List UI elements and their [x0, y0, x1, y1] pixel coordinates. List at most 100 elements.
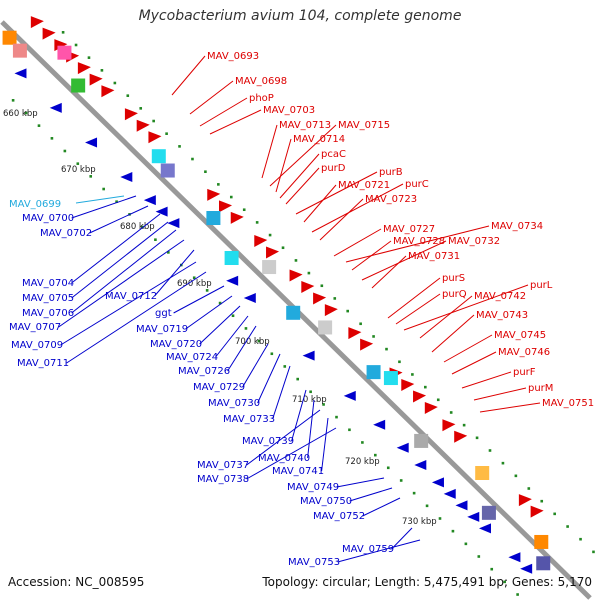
track-dot	[335, 415, 338, 419]
forward-label-leader	[431, 314, 475, 353]
reverse-label-leader	[291, 389, 307, 442]
gene-box	[536, 556, 551, 571]
reverse-label-leader	[391, 527, 413, 550]
track-dot	[257, 339, 261, 343]
reverse-label-leader	[71, 229, 177, 314]
kbp-tick-label: 730 kbp	[402, 517, 437, 527]
track-dot	[398, 360, 401, 364]
track-dot	[475, 436, 479, 440]
reverse-gene-glyph	[85, 137, 98, 148]
forward-gene-label: purM	[528, 383, 553, 394]
forward-label-leader	[351, 240, 392, 271]
track-dot	[462, 423, 466, 427]
track-dot	[152, 119, 155, 123]
forward-gene-glyph	[301, 281, 315, 294]
track-dot	[294, 259, 298, 262]
track-dot	[307, 271, 311, 275]
track-dot	[449, 411, 453, 414]
reverse-label-leader	[185, 295, 233, 330]
track-dot	[231, 314, 235, 318]
forward-gene-glyph	[77, 62, 91, 75]
reverse-label-leader	[60, 261, 197, 346]
track-dot	[320, 284, 324, 288]
reverse-gene-glyph	[155, 206, 168, 217]
forward-gene-label: MAV_0746	[498, 347, 550, 358]
forward-gene-label: MAV_0721	[338, 180, 390, 191]
track-dot	[527, 487, 531, 490]
track-dot	[100, 69, 104, 72]
reverse-gene-glyph	[443, 488, 456, 499]
reverse-gene-label: MAV_0737	[197, 460, 249, 471]
track-dot	[74, 43, 78, 47]
track-dot	[412, 491, 416, 495]
track-dot	[192, 276, 196, 280]
reverse-gene-label: MAV_0739	[242, 436, 294, 447]
reverse-gene-glyph	[455, 500, 468, 511]
forward-gene-glyph	[401, 378, 415, 391]
reverse-gene-label: MAV_0750	[300, 496, 352, 507]
track-dot	[178, 145, 181, 148]
reverse-gene-label: MAV_0705	[22, 293, 74, 304]
reverse-gene-glyph	[302, 350, 315, 361]
forward-label-leader	[451, 351, 497, 375]
reverse-gene-glyph	[373, 419, 386, 430]
gene-box	[71, 78, 86, 93]
track-dot	[372, 335, 375, 338]
track-dot	[514, 474, 518, 478]
track-dot	[165, 132, 168, 135]
reverse-gene-label: MAV_0709	[11, 340, 63, 351]
forward-label-leader	[395, 293, 441, 325]
forward-label-leader	[387, 277, 441, 319]
forward-gene-label: purS	[442, 273, 465, 284]
track-dot	[501, 461, 505, 465]
forward-gene-glyph	[230, 211, 244, 224]
reverse-gene-label: MAV_0704	[22, 278, 74, 289]
forward-gene-glyph	[442, 419, 456, 432]
forward-gene-label: MAV_0715	[338, 120, 390, 131]
highlight-label-leader	[75, 195, 125, 204]
track-dot	[87, 56, 91, 59]
forward-gene-label: MAV_0698	[235, 76, 287, 87]
gene-box	[475, 466, 490, 480]
track-dot	[374, 453, 377, 457]
track-dot	[255, 221, 259, 224]
reverse-label-leader	[89, 205, 149, 234]
reverse-gene-glyph	[343, 390, 356, 401]
reverse-label-leader	[257, 353, 281, 404]
forward-gene-label: phoP	[249, 93, 274, 104]
track-dot	[154, 238, 157, 242]
track-dot	[359, 322, 362, 326]
reverse-label-leader	[227, 325, 257, 372]
forward-gene-label: MAV_0713	[279, 120, 331, 131]
gene-glyphs	[0, 16, 595, 600]
gene-box	[481, 505, 496, 520]
forward-gene-glyph	[219, 200, 232, 213]
reverse-gene-glyph	[431, 477, 444, 488]
gene-box	[366, 365, 381, 380]
reverse-gene-label: MAV_0726	[178, 366, 230, 377]
forward-label-leader	[461, 371, 512, 389]
kbp-tick-label: 690 kbp	[177, 279, 212, 289]
track-dot	[281, 246, 285, 250]
gene-box	[2, 30, 17, 45]
gene-box	[160, 163, 175, 178]
forward-gene-label: MAV_0745	[494, 330, 546, 341]
forward-gene-label: MAV_0703	[263, 105, 315, 116]
reverse-label-leader	[215, 315, 249, 358]
reverse-label-leader	[337, 539, 421, 563]
reverse-label-leader	[321, 417, 329, 472]
kbp-tick-label: 670 kbp	[61, 165, 96, 175]
forward-gene-glyph	[148, 131, 162, 144]
forward-label-leader	[279, 153, 320, 199]
reverse-gene-glyph	[396, 442, 409, 453]
forward-gene-label: pcaC	[321, 149, 346, 160]
forward-label-leader	[275, 138, 292, 193]
forward-gene-glyph	[30, 16, 44, 29]
forward-gene-glyph	[207, 188, 221, 201]
forward-gene-glyph	[518, 494, 532, 507]
track-dot	[244, 327, 248, 330]
reverse-gene-label: MAV_0724	[166, 352, 218, 363]
forward-gene-glyph	[360, 338, 374, 351]
track-dot	[333, 297, 337, 300]
